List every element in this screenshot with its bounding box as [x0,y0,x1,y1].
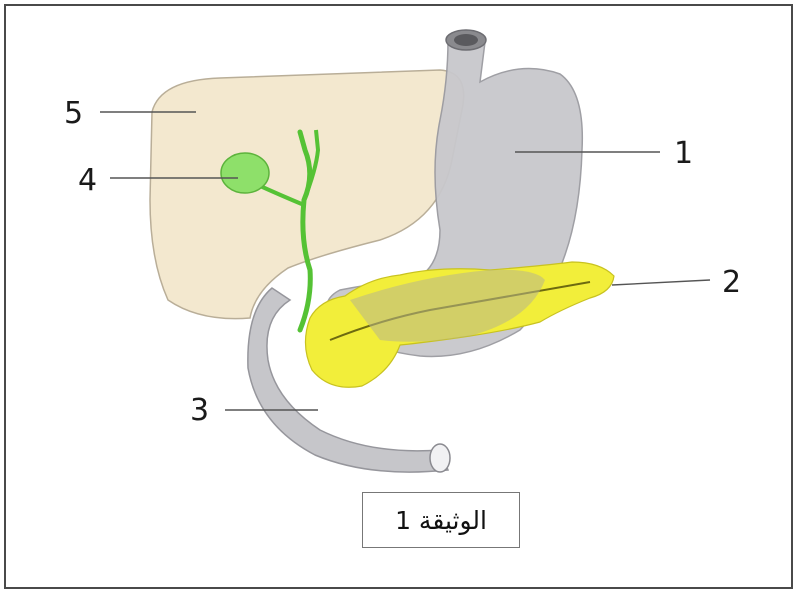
caption-text: الوثيقة 1 [395,506,487,535]
label-number-5: 5 [64,96,83,131]
label-number-4: 4 [78,163,97,198]
gallbladder [221,153,269,193]
document-caption: الوثيقة 1 [362,492,520,548]
label-number-1: 1 [674,136,693,171]
label-number-2: 2 [722,265,741,300]
duodenum-opening [430,444,450,472]
label-number-3: 3 [190,393,209,428]
pointer-line-2 [612,280,710,285]
